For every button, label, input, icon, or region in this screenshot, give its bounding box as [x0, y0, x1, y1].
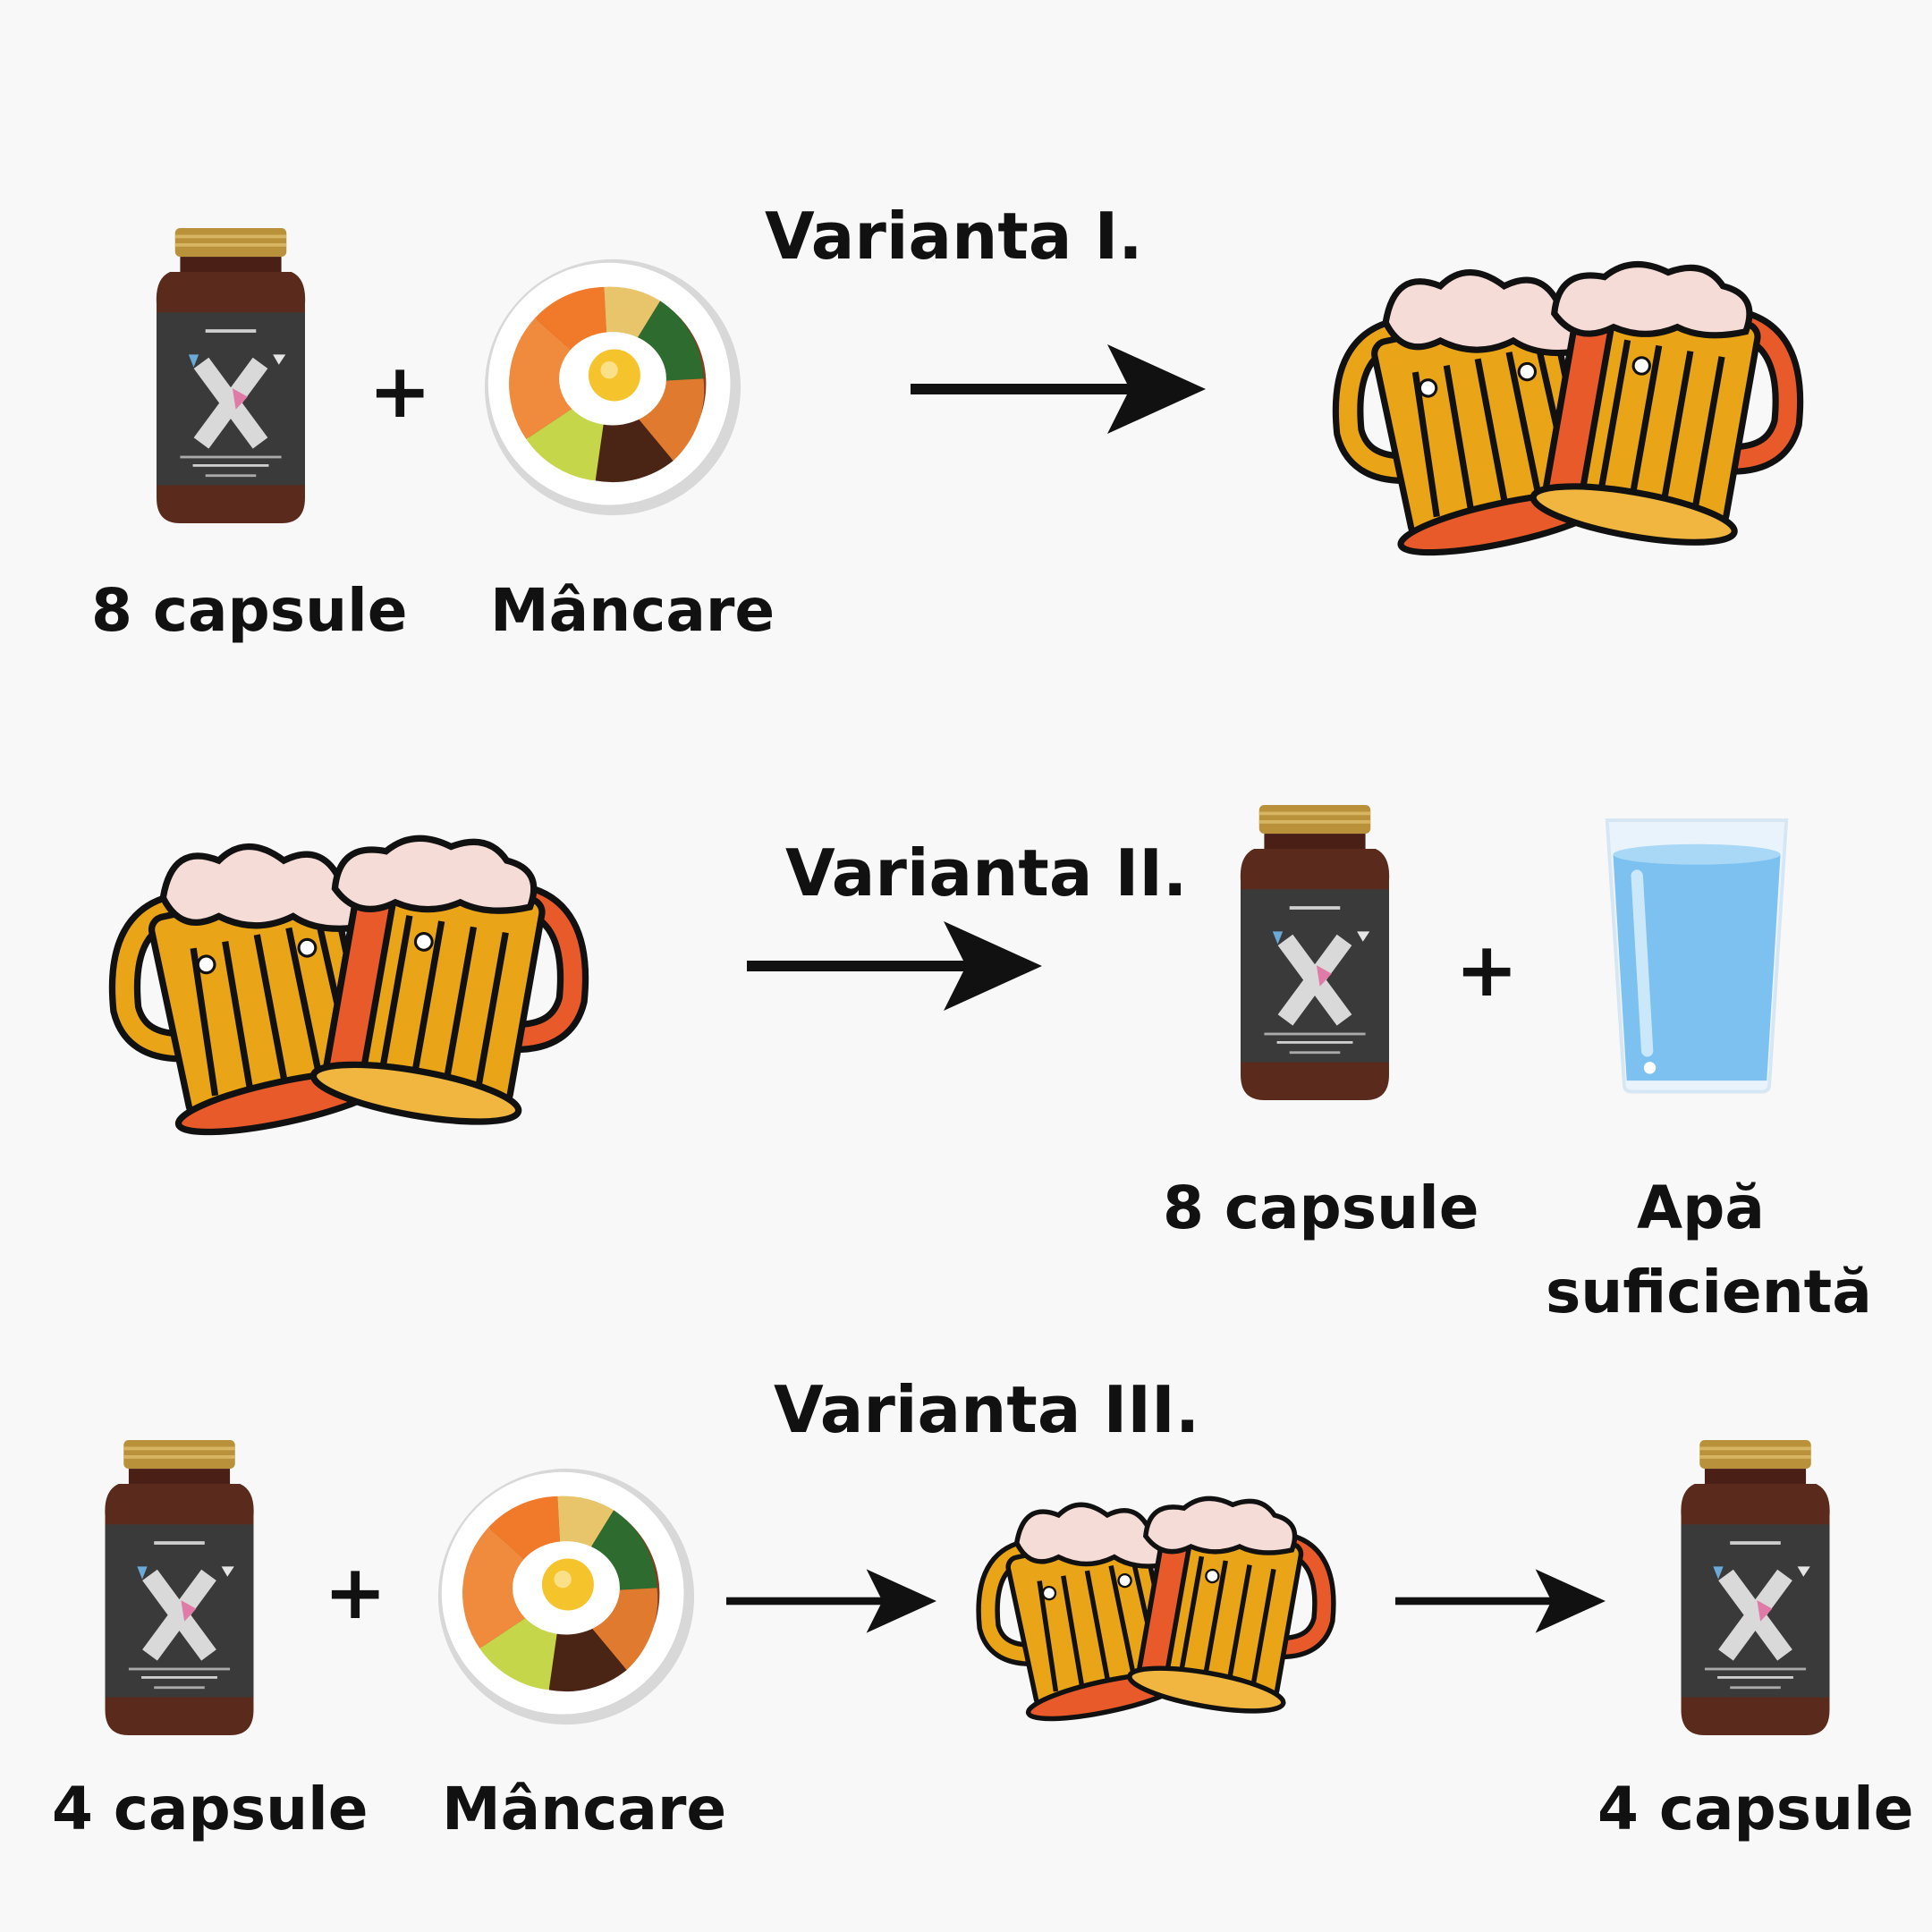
variant-2-title: Varianta II.: [785, 835, 1188, 911]
arrow-right-icon: [911, 344, 1206, 434]
beer-mugs-icon: [1331, 255, 1805, 572]
plus-sign: +: [1455, 926, 1519, 1013]
supplement-bottle-icon: [150, 228, 311, 523]
arrow-right-icon: [1395, 1567, 1606, 1635]
food-bowl-icon: [436, 1467, 696, 1726]
water-label-line-1: Apă: [1637, 1174, 1765, 1242]
capsule-count-label: 4 capsule: [1597, 1775, 1914, 1843]
supplement-bottle-icon: [1677, 1440, 1834, 1735]
supplement-bottle-icon: [101, 1440, 258, 1735]
variant-3-title: Varianta III.: [774, 1372, 1200, 1447]
supplement-bottle-icon: [1238, 805, 1392, 1100]
plus-sign: +: [369, 347, 432, 435]
food-label: Mâncare: [442, 1775, 727, 1843]
food-label: Mâncare: [490, 576, 775, 645]
arrow-right-icon: [747, 921, 1042, 1011]
capsule-count-label: 4 capsule: [52, 1775, 369, 1843]
arrow-right-icon: [726, 1567, 936, 1635]
plus-sign: +: [324, 1548, 387, 1636]
beer-mugs-icon: [107, 827, 590, 1154]
variant-1-title: Varianta I.: [765, 199, 1143, 274]
water-glass-icon: [1603, 805, 1791, 1100]
water-label-line-2: suficientă: [1546, 1258, 1872, 1326]
food-bowl-icon: [483, 258, 742, 517]
capsule-count-label: 8 capsule: [1163, 1174, 1479, 1242]
beer-mugs-icon: [975, 1492, 1337, 1733]
capsule-count-label: 8 capsule: [91, 576, 408, 645]
